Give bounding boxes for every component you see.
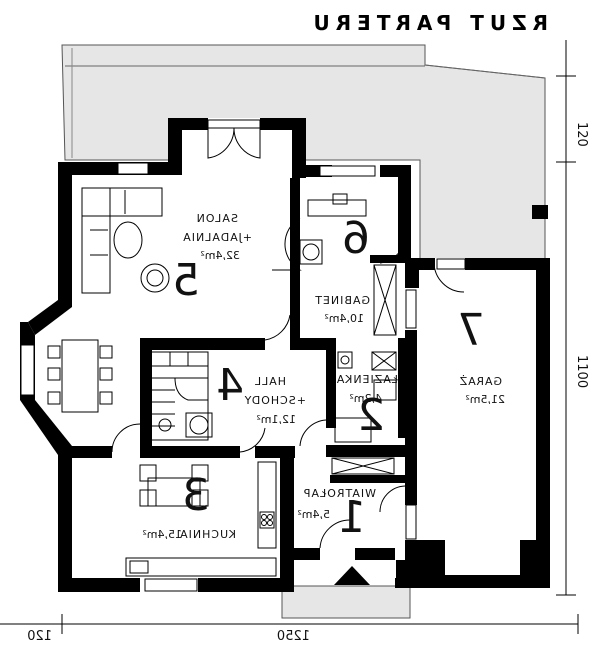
svg-text:SALON: SALON [196, 212, 238, 225]
svg-text:32,4m²: 32,4m² [200, 249, 240, 262]
dimensions [0, 40, 579, 634]
svg-text:7: 7 [457, 305, 485, 356]
room-kuchnia: 3 KUCHNIA 15,4m² [142, 470, 236, 541]
svg-text:12,1m²: 12,1m² [256, 413, 296, 426]
dim-bottom-main: 1250 [277, 629, 310, 644]
room-lazienka: 2 ŁAZIENKA 4,2m² [336, 373, 399, 441]
svg-text:5: 5 [172, 255, 200, 306]
svg-text:+JADALNIA: +JADALNIA [182, 231, 252, 244]
svg-text:GABINET: GABINET [314, 294, 370, 307]
walls [20, 118, 550, 592]
title-text: RZUT PARTERU [308, 11, 549, 35]
dim-bottom-left: 120 [27, 629, 52, 644]
svg-text:1: 1 [338, 492, 366, 543]
svg-text:+SCHODY: +SCHODY [244, 394, 306, 407]
entrance-arrow-icon [334, 566, 370, 585]
room-wiatrolap: 1 WIATROŁAP 5,4m² [297, 487, 376, 543]
svg-text:6: 6 [342, 213, 370, 264]
svg-text:GARAŻ: GARAŻ [459, 375, 502, 388]
dim-right-top: 120 [574, 122, 589, 147]
dimension-labels: 120 1250 120 1100 [27, 122, 589, 644]
windows [20, 162, 466, 592]
svg-text:2: 2 [357, 390, 385, 441]
svg-text:5,4m²: 5,4m² [297, 508, 330, 521]
svg-text:4: 4 [216, 360, 244, 411]
svg-text:WIATROŁAP: WIATROŁAP [303, 487, 376, 500]
plan-title: RZUT PARTERU [308, 11, 549, 35]
svg-text:KUCHNIA: KUCHNIA [179, 528, 236, 541]
furniture [47, 187, 397, 577]
room-labels: 5 SALON +JADALNIA 32,4m² 6 GABINET 10,4m… [142, 212, 505, 543]
svg-text:ŁAZIENKA: ŁAZIENKA [336, 373, 399, 386]
room-hall: 4 HALL +SCHODY 12,1m² [216, 360, 306, 426]
svg-text:HALL: HALL [254, 375, 286, 388]
svg-text:3: 3 [182, 470, 210, 521]
room-salon: 5 SALON +JADALNIA 32,4m² [172, 212, 252, 306]
svg-text:10,4m²: 10,4m² [324, 312, 364, 325]
dim-right-main: 1100 [574, 355, 589, 388]
svg-text:4,2m²: 4,2m² [349, 392, 382, 405]
room-gabinet: 6 GABINET 10,4m² [314, 213, 370, 325]
doors [111, 119, 465, 549]
svg-text:21,5m²: 21,5m² [465, 393, 505, 406]
svg-text:15,4m²: 15,4m² [142, 528, 182, 541]
room-garaz: 7 GARAŻ 21,5m² [457, 305, 505, 406]
